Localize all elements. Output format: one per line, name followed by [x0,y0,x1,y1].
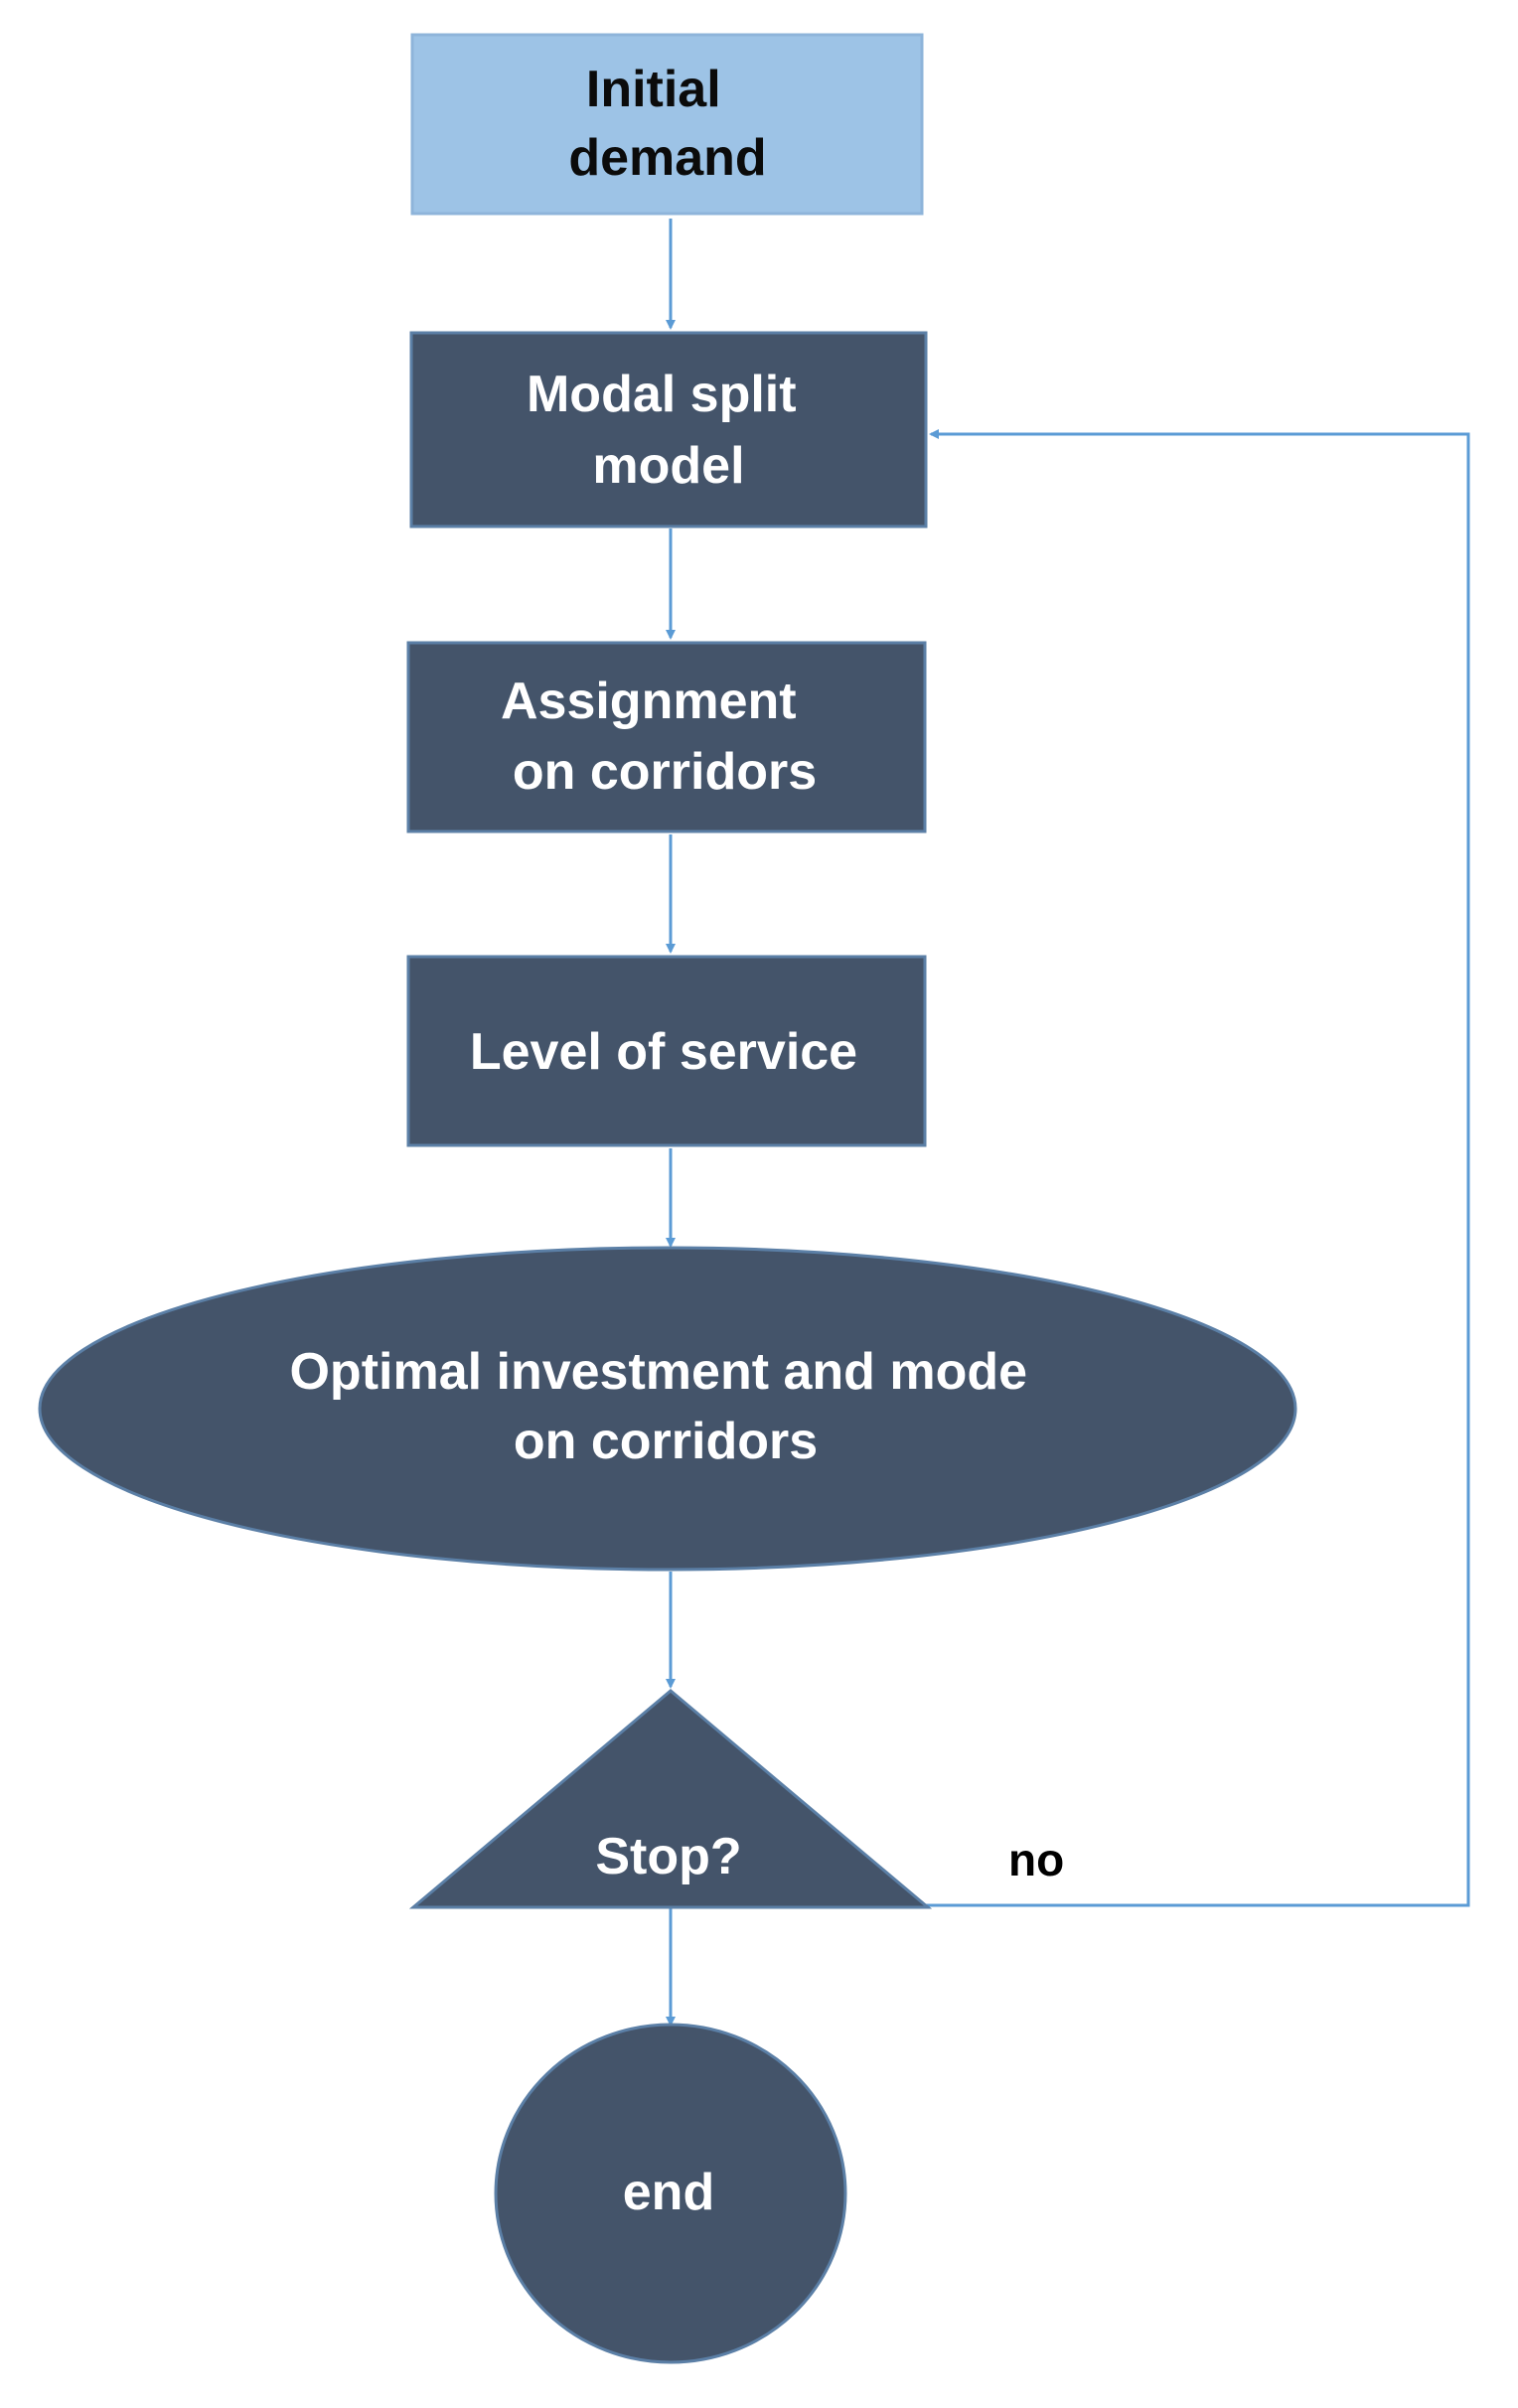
end-label: end [623,2164,714,2221]
modal-split-box [409,331,928,528]
node-initial-demand: Initial demand [410,33,924,216]
edge-stop-no-loop [926,429,1470,1907]
edge-label-no: no [1008,1834,1064,1885]
initial-demand-box [410,33,924,216]
node-assignment: Assignment on corridors [406,641,927,833]
modal-split-label: Modal split model [527,366,811,495]
node-modal-split: Modal split model [409,331,928,528]
initial-demand-label: Initial demand [568,61,766,187]
node-optimal-investment: Optimal investment and mode on corridors [38,1246,1297,1572]
assignment-label: Assignment on corridors [501,673,817,801]
end-circle [494,2023,847,2364]
node-stop-decision: Stop? [408,1689,933,1909]
optimal-investment-ellipse [38,1246,1297,1572]
stop-decision-label: Stop? [595,1828,741,1885]
node-end: end [494,2023,847,2364]
stop-decision-triangle [408,1689,933,1909]
connectors [666,219,1470,2027]
level-of-service-label: Level of service [470,1023,857,1081]
assignment-box [406,641,927,833]
optimal-investment-label: Optimal investment and mode on corridors [289,1343,1041,1470]
level-of-service-box [406,955,927,1147]
node-level-of-service: Level of service [406,955,927,1147]
